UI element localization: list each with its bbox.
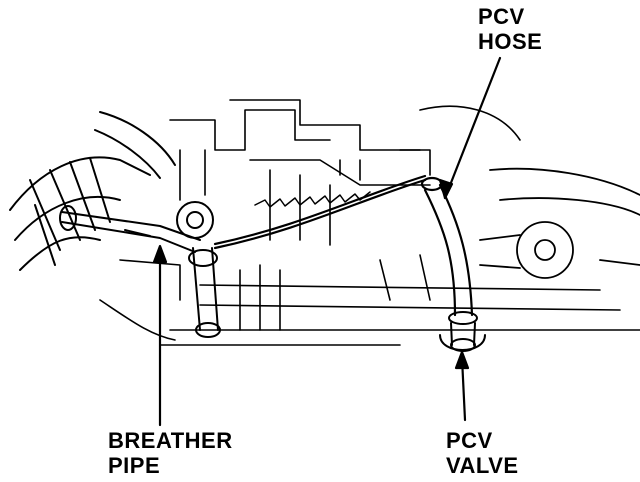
breather-pipe-label-line2: PIPE <box>108 453 161 478</box>
pcv-hose-arrowhead <box>438 178 454 200</box>
leader-lines <box>152 56 502 427</box>
pcv-valve-label: PCV VALVE <box>446 428 519 478</box>
pcv-hose-tube <box>213 174 474 317</box>
pcv-hose-label-line2: HOSE <box>478 29 543 54</box>
breather-pipe-arrowhead <box>152 244 168 264</box>
engine-block-top <box>169 99 521 246</box>
pcv-hose-label: PCV HOSE <box>478 4 542 54</box>
pcv-valve-arrowhead <box>454 350 470 370</box>
pcv-hose-label-line1: PCV <box>478 4 525 29</box>
pcv-valve-label-line1: PCV <box>446 428 493 453</box>
lower-rail <box>99 254 640 346</box>
pcv-hose-leader <box>443 56 502 200</box>
pcv-valve-label-line2: VALVE <box>446 453 519 478</box>
breather-pipe-label: BREATHER PIPE <box>108 428 233 478</box>
breather-pipe-tube <box>59 201 221 338</box>
pulley <box>479 167 640 279</box>
breather-pipe-label-line1: BREATHER <box>108 428 233 453</box>
pcv-valve-fitting <box>439 311 486 352</box>
intake-duct <box>9 111 176 271</box>
serrated-edge <box>254 191 371 208</box>
